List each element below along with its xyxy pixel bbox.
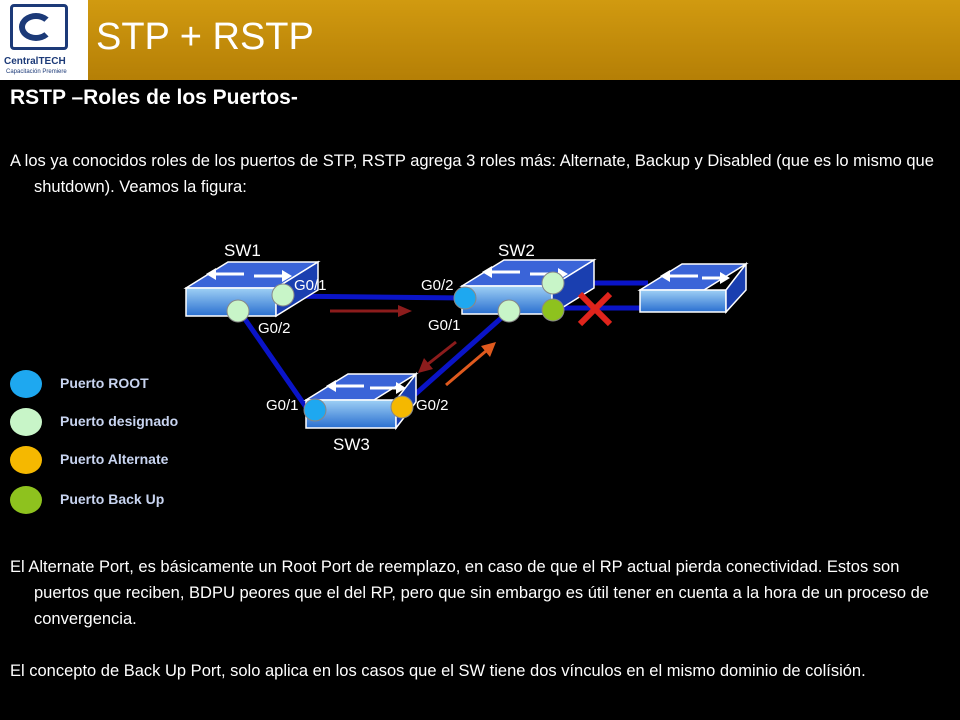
port-label-sw1-g02: G0/2: [258, 320, 291, 337]
sw3-g01-root-port: [303, 398, 327, 422]
switch-sw1: [183, 260, 321, 318]
slide-title: STP + RSTP: [96, 16, 314, 58]
sw2-designated-port-upper: [541, 271, 565, 295]
port-label-sw3-g01: G0/1: [266, 397, 299, 414]
legend-designated-dot-icon: [10, 408, 42, 436]
switch-sw2: [459, 258, 597, 316]
legend-label: Puerto Back Up: [60, 491, 165, 507]
link-sw3-sw2: [400, 310, 510, 408]
switch-sw3: [303, 371, 419, 431]
bpdu-arrow-sw1-to-sw2-icon: [330, 305, 412, 317]
legend-label: Puerto Alternate: [60, 451, 169, 467]
sw2-backup-port: [541, 298, 565, 322]
port-label-sw1-g01: G0/1: [294, 277, 327, 294]
alternate-path-arrow-icon: [445, 342, 496, 387]
sw2-g01-designated-port: [497, 299, 521, 323]
switch-label-sw1: SW1: [224, 241, 261, 260]
port-label-sw2-g01: G0/1: [428, 317, 461, 334]
sw1-g02-designated-port: [226, 299, 250, 323]
sw1-g01-designated-port: [271, 283, 295, 307]
centraltech-logo: CentralTECH Capacitación Premiere: [0, 0, 88, 80]
link-sw1-sw2: [282, 293, 466, 301]
intro-paragraph: A los ya conocidos roles de los puertos …: [10, 152, 934, 196]
legend-label: Puerto ROOT: [60, 375, 149, 391]
port-label-sw2-g02: G0/2: [421, 277, 454, 294]
legend-label: Puerto designado: [60, 413, 179, 429]
shared-segment-device: [637, 261, 749, 314]
legend-root-dot-icon: [10, 370, 42, 398]
title-bar: CentralTECH Capacitación Premiere STP + …: [0, 0, 960, 80]
legend-backup-dot-icon: [10, 486, 42, 514]
section-subtitle: RSTP –Roles de los Puertos-: [10, 86, 298, 109]
switch-label-sw2: SW2: [498, 241, 535, 260]
port-label-sw3-g02: G0/2: [416, 397, 449, 414]
backup-port-paragraph: El concepto de Back Up Port, solo aplica…: [10, 662, 866, 680]
alternate-port-paragraph: El Alternate Port, es básicamente un Roo…: [10, 558, 929, 628]
logo-tagline: Capacitación Premiere: [6, 69, 67, 75]
link-sw1-sw3: [237, 310, 311, 412]
bpdu-arrow-sw2-to-sw3-icon: [418, 340, 457, 373]
logo-name: CentralTECH: [4, 56, 66, 67]
switch-label-sw3: SW3: [333, 435, 370, 454]
logo-mark-icon: [10, 4, 68, 50]
blocked-link-x-icon: [577, 291, 613, 327]
legend-alternate-dot-icon: [10, 446, 42, 474]
sw3-g02-alternate-port: [390, 395, 414, 419]
sw2-g02-root-port: [453, 286, 477, 310]
